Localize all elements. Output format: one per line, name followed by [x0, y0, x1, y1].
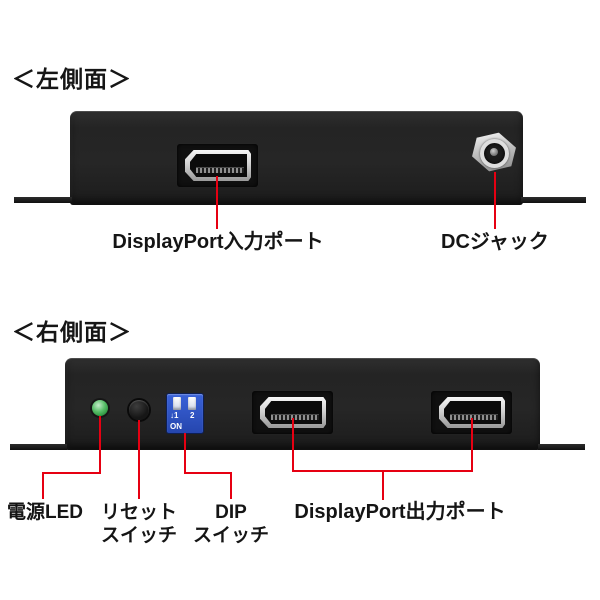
mounting-flange-right [521, 197, 586, 203]
device-left-side-panel [70, 111, 523, 205]
dc-jack-pin [490, 148, 498, 156]
dip-marking-1: ↓1 [170, 411, 179, 420]
leader-line-led-v2 [42, 472, 44, 499]
leader-line-led-v1 [99, 416, 101, 474]
dip-marking-on: ON [170, 422, 182, 431]
reset-label-line2: スイッチ [100, 525, 177, 546]
dip-slider-2 [188, 397, 196, 410]
leader-line-out-stem [382, 470, 384, 500]
reset-button [129, 400, 149, 420]
right-view-title: ＜右側面＞ [12, 319, 132, 345]
dip-slider-1 [173, 397, 181, 410]
leader-line-dip-h [184, 472, 232, 474]
mounting-flange-left [14, 197, 72, 203]
leader-line-dip-v2 [230, 472, 232, 499]
reset-label: リセット スイッチ [99, 501, 179, 547]
dip-switch: ↓1 2 ON [167, 394, 203, 433]
power-led-label: 電源LED [6, 502, 83, 523]
dip-label: DIP スイッチ [191, 501, 271, 547]
power-led [92, 400, 108, 416]
leader-line-dip-v1 [184, 433, 186, 474]
leader-line-out1 [292, 418, 294, 472]
leader-line-out2 [471, 418, 473, 472]
dip-marking-2: 2 [190, 411, 195, 420]
displayport-input-connector [185, 150, 251, 181]
leader-line-reset [138, 420, 140, 499]
dp-output-label: DisplayPort出力ポート [294, 501, 506, 523]
reset-label-line1: リセット [100, 502, 177, 523]
leader-line-led-h [42, 472, 101, 474]
left-view-title: ＜左側面＞ [12, 66, 132, 92]
mounting-flange-left-2 [10, 444, 67, 450]
leader-line-dc-jack [494, 172, 496, 229]
dp-input-label: DisplayPort入力ポート [112, 231, 324, 253]
mounting-flange-right-2 [538, 444, 585, 450]
dip-label-line1: DIP [215, 502, 247, 523]
dip-label-line2: スイッチ [192, 525, 269, 546]
dc-jack-label: DCジャック [441, 231, 549, 253]
leader-line-dp-input [216, 176, 218, 229]
